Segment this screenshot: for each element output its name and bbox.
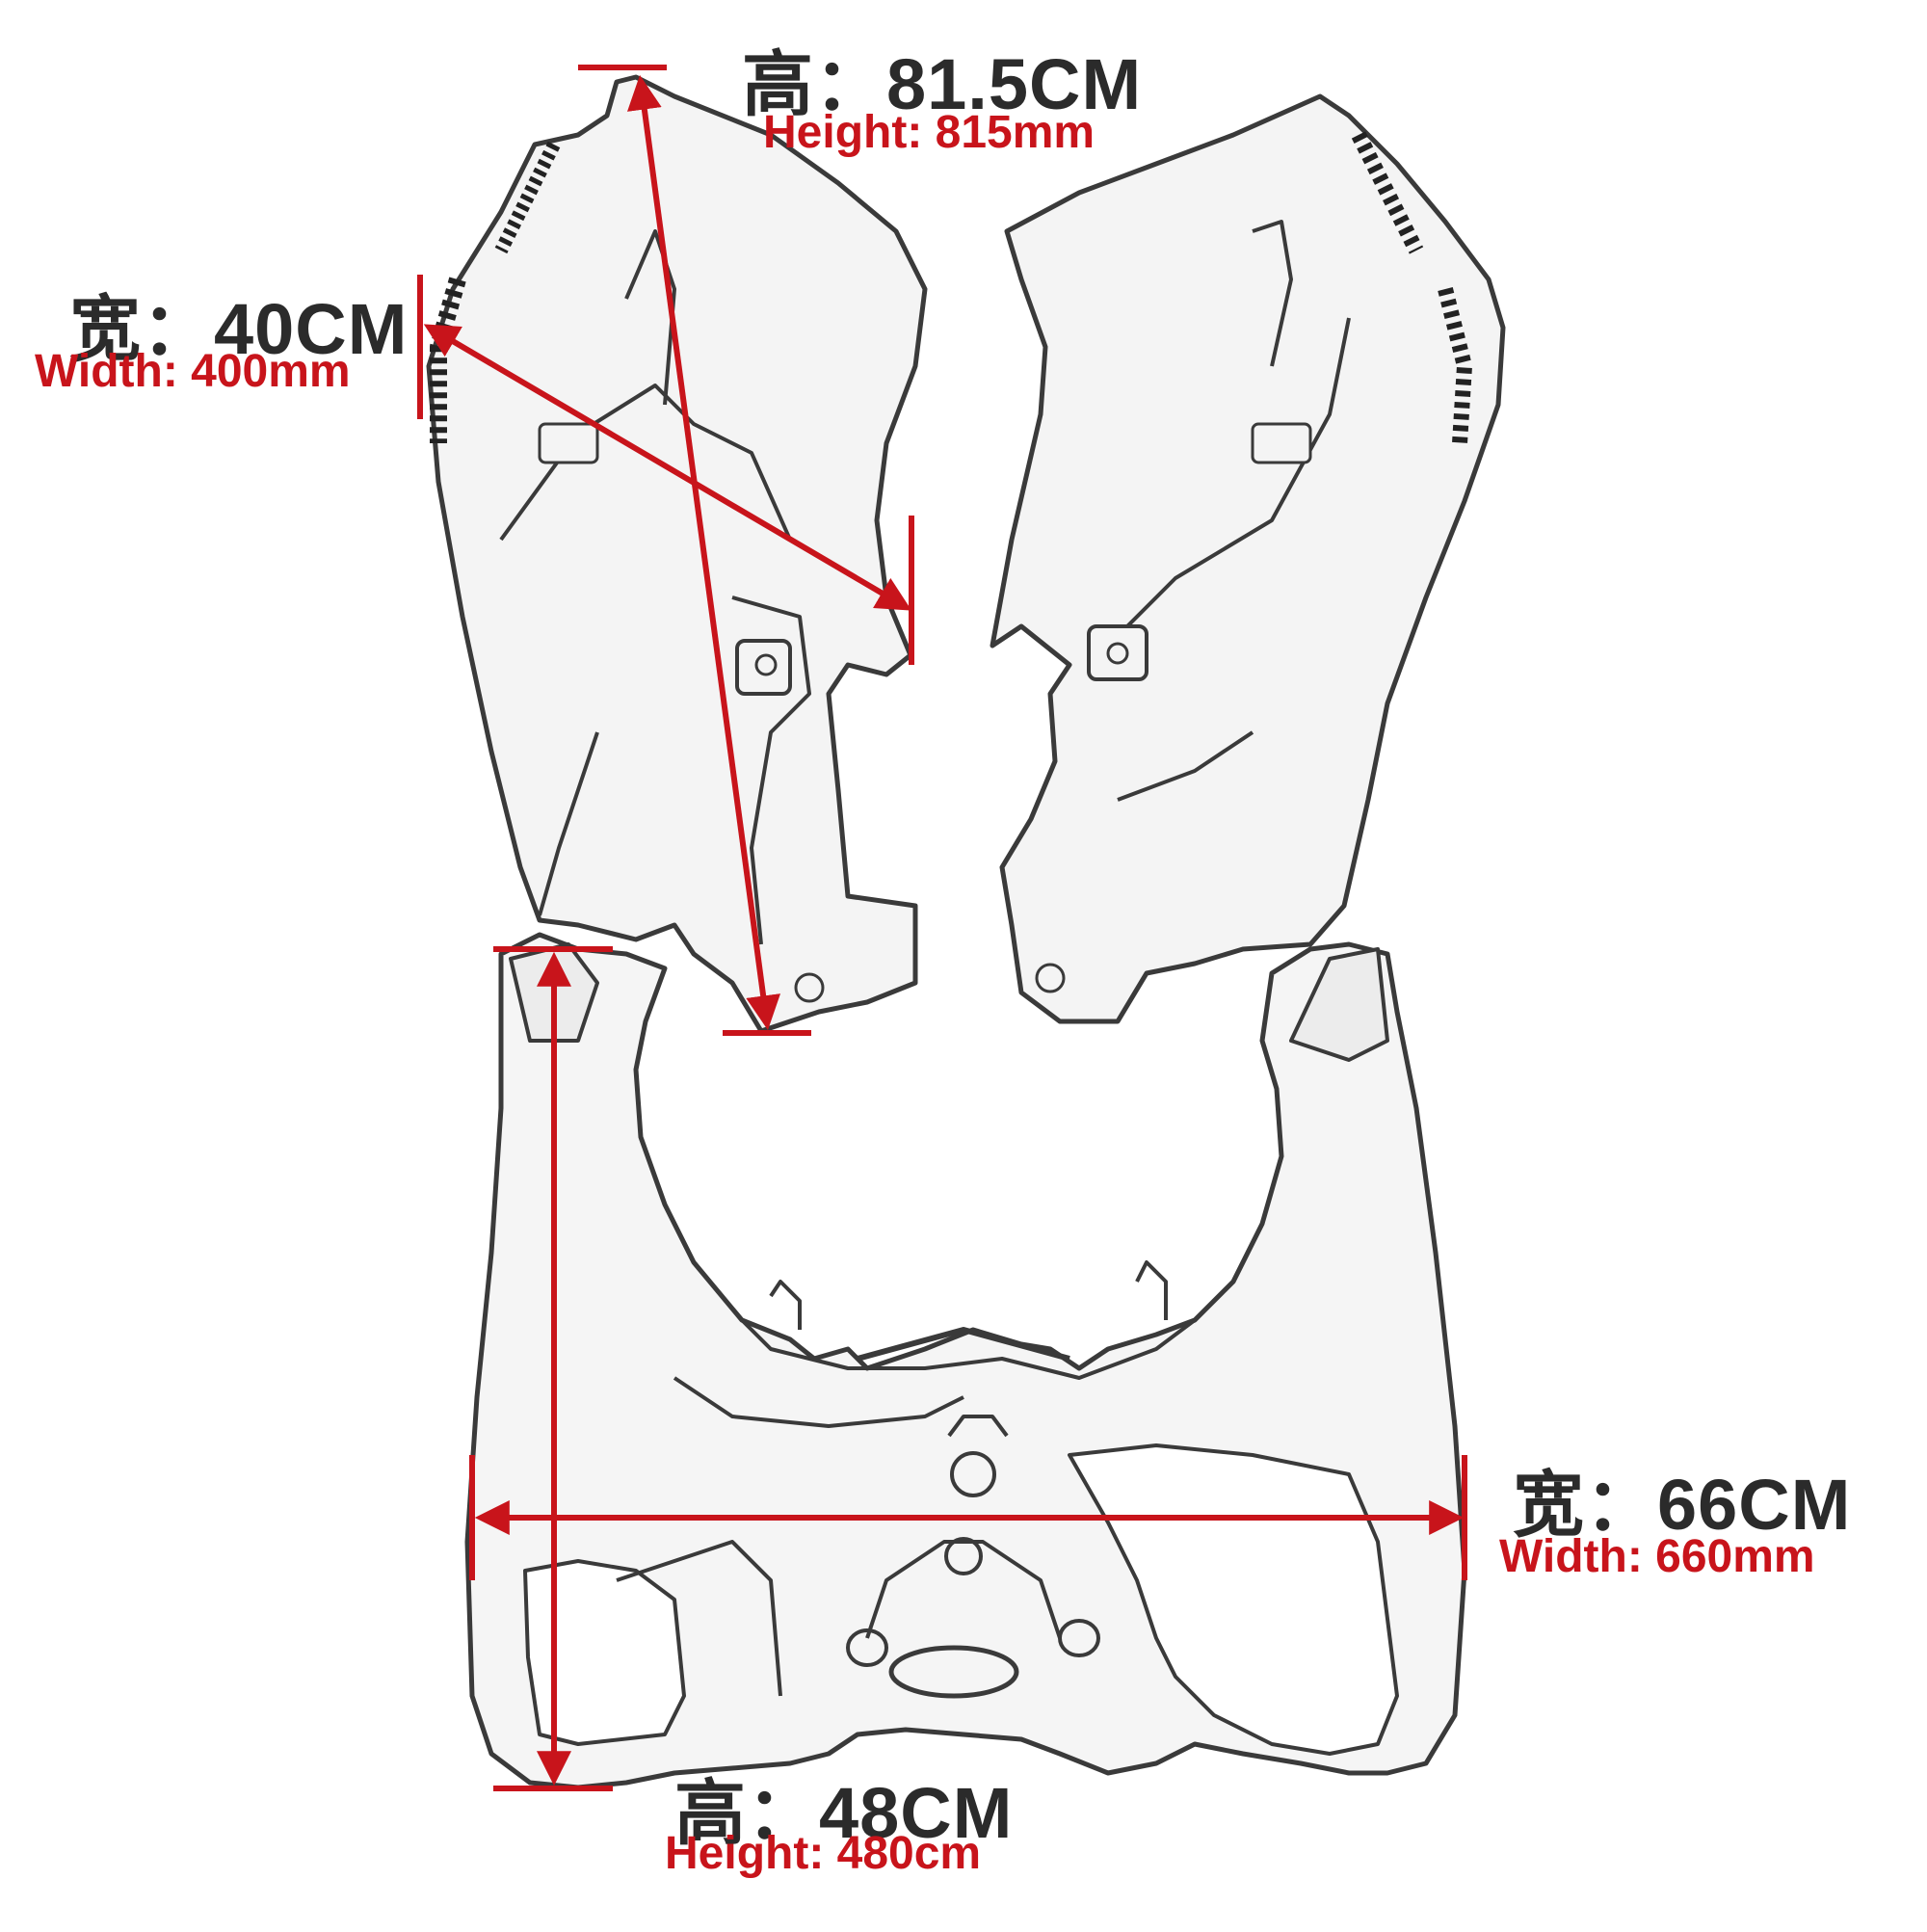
bottom-height-label-cn: 高：48CM: [674, 1773, 1014, 1853]
bottom-height-label-en: Height: 480cm: [665, 1828, 982, 1879]
right-upper-panel: [990, 93, 1506, 1024]
top-height-label-cn: 高：81.5CM: [742, 44, 1143, 124]
left-width-label-en: Width: 400mm: [35, 346, 351, 397]
dimension-lines: [417, 65, 1467, 1791]
right-width-label-en: Width: 660mm: [1499, 1531, 1815, 1582]
left-upper-panel: [426, 74, 928, 1034]
left-width-label-cn: 宽：40CM: [69, 289, 409, 369]
left-width-arrow: [423, 324, 912, 611]
top-height-label-en: Height: 815mm: [763, 107, 1095, 158]
right-width-label-cn: 宽：66CM: [1513, 1465, 1852, 1545]
floor-panel: [464, 932, 1467, 1790]
